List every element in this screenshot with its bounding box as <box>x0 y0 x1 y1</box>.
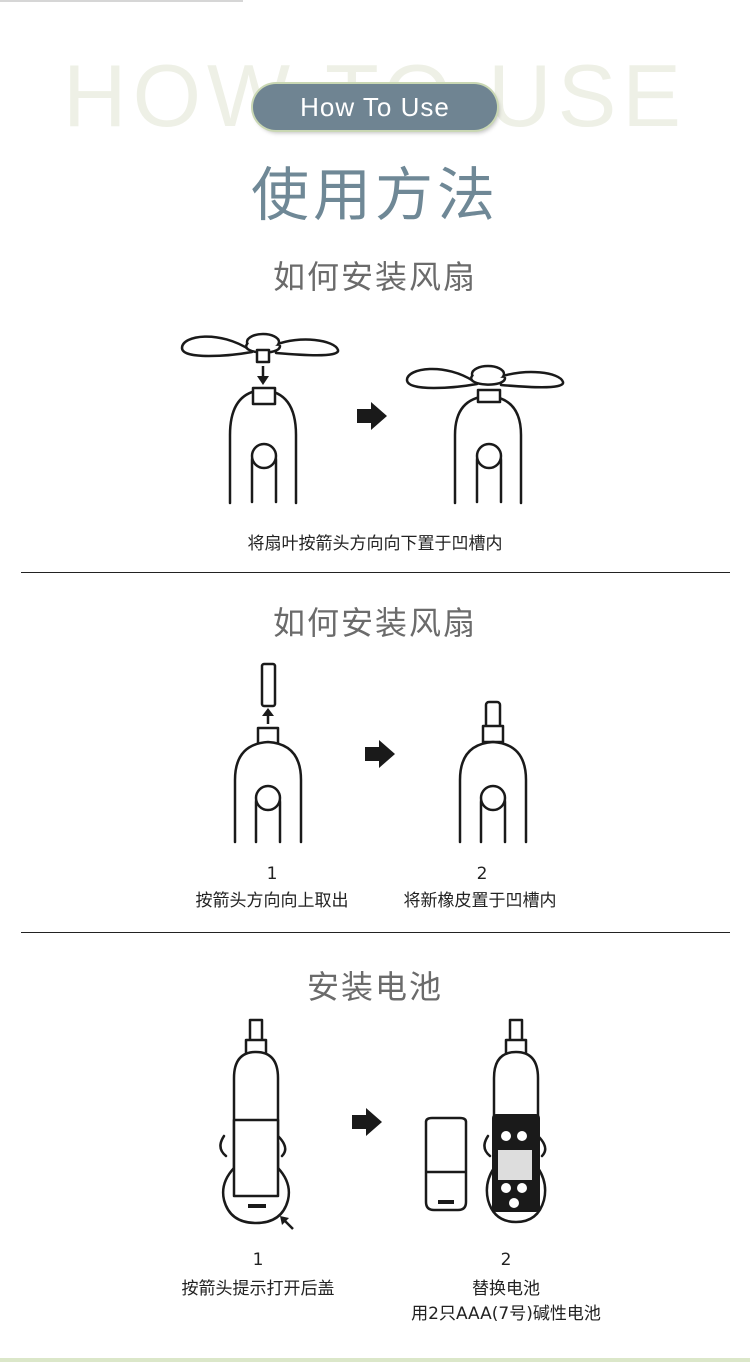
section2-step2-text: 将新橡皮置于凹槽内 <box>403 891 557 911</box>
eraser-remove-illustration <box>233 662 303 844</box>
section1-caption: 将扇叶按箭头方向向下置于凹槽内 <box>247 534 503 554</box>
section-divider-2 <box>21 932 730 933</box>
fan-install-step2-illustration <box>405 364 565 505</box>
top-decor-line <box>0 0 243 2</box>
eraser-insert-illustration <box>458 700 528 844</box>
up-arrow-icon <box>262 706 274 724</box>
bottom-decor-bar <box>0 1358 750 1362</box>
battery-cover-open-illustration <box>219 1018 291 1225</box>
section2-step1-number: 1 <box>266 864 278 884</box>
arrow-icon <box>280 1216 294 1230</box>
right-arrow-icon <box>365 740 395 768</box>
section3-step1-text: 按箭头提示打开后盖 <box>181 1279 335 1299</box>
section3-title: 安装电池 <box>306 968 443 1006</box>
down-arrow-icon <box>257 366 269 385</box>
section2-step2-number: 2 <box>476 864 488 884</box>
battery-cover-illustration <box>424 1116 468 1212</box>
page-title: 使用方法 <box>250 161 499 229</box>
section3-step2-line1: 替换电池 <box>472 1279 540 1299</box>
section2-step1-text: 按箭头方向向上取出 <box>195 891 349 911</box>
section2-title: 如何安装风扇 <box>272 604 477 642</box>
section3-step2-number: 2 <box>500 1250 512 1270</box>
fan-install-step1-illustration <box>180 332 340 505</box>
section3-step1-number: 1 <box>252 1250 264 1270</box>
section1-title: 如何安装风扇 <box>272 258 477 296</box>
right-arrow-icon <box>357 402 387 430</box>
section3-step2-line2: 用2只AAA(7号)碱性电池 <box>411 1304 601 1324</box>
how-to-use-badge: How To Use <box>253 84 497 130</box>
battery-compartment-illustration <box>483 1018 547 1224</box>
section-divider-1 <box>21 572 730 573</box>
right-arrow-icon <box>352 1108 382 1136</box>
